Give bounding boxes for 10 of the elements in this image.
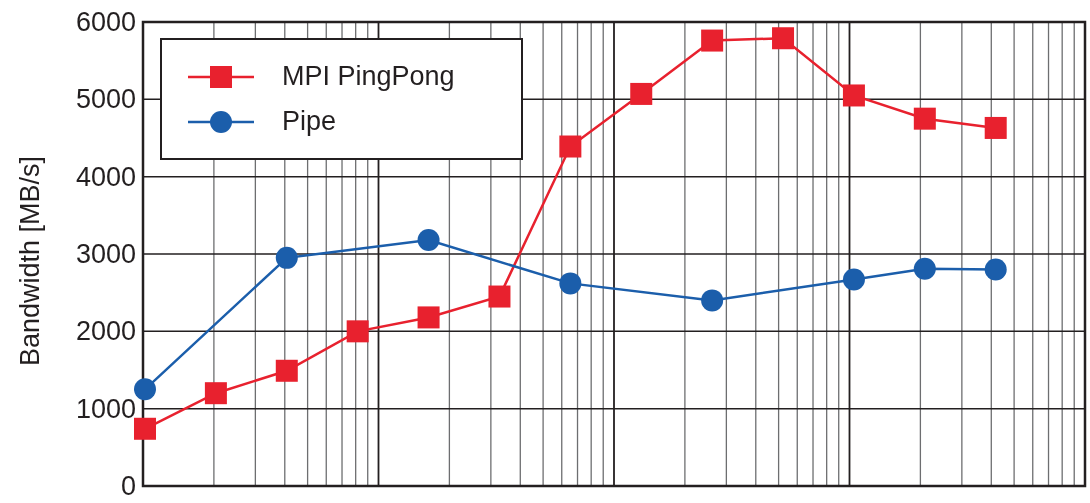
y-tick-label: 1000 (75, 395, 136, 423)
legend-label: MPI PingPong (282, 63, 455, 90)
y-tick-label: 0 (120, 472, 136, 500)
y-tick-label: 3000 (75, 240, 136, 268)
y-axis-label: Bandwidth [MB/s] (16, 155, 44, 367)
y-tick-label: 6000 (75, 8, 136, 36)
y-tick-label: 4000 (75, 163, 136, 191)
y-tick-label: 2000 (75, 317, 136, 345)
legend-label: Pipe (282, 108, 337, 135)
y-tick-label: 5000 (75, 85, 136, 113)
